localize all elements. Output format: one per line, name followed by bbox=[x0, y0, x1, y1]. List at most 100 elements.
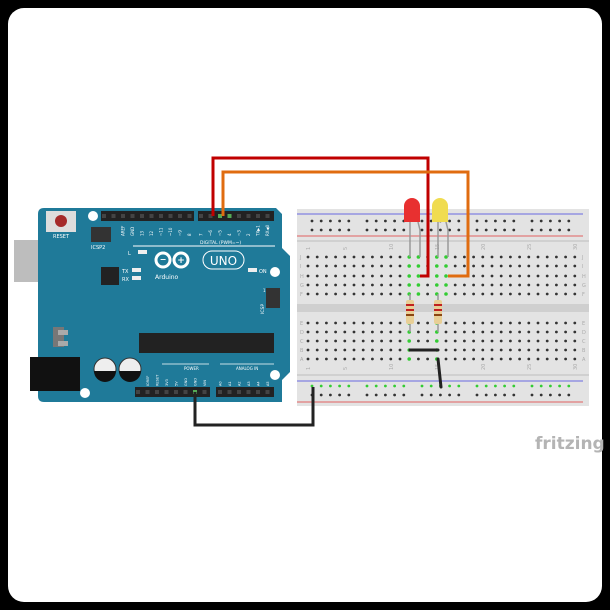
breadboard-hole[interactable] bbox=[306, 321, 310, 325]
header-pin[interactable] bbox=[164, 390, 169, 394]
breadboard-hole[interactable] bbox=[361, 321, 365, 325]
rail-hole[interactable] bbox=[384, 219, 387, 223]
breadboard-hole[interactable] bbox=[315, 264, 319, 268]
breadboard-hole[interactable] bbox=[334, 321, 337, 325]
breadboard-hole[interactable] bbox=[536, 292, 540, 296]
breadboard-hole[interactable] bbox=[398, 274, 402, 278]
rail-hole[interactable] bbox=[429, 393, 433, 397]
breadboard-hole[interactable] bbox=[315, 321, 319, 325]
rail-hole[interactable] bbox=[503, 228, 506, 232]
breadboard-hole[interactable] bbox=[518, 357, 521, 361]
rail-hole[interactable] bbox=[558, 384, 561, 388]
breadboard-hole[interactable] bbox=[306, 357, 310, 361]
breadboard-hole[interactable] bbox=[444, 283, 448, 287]
breadboard-hole[interactable] bbox=[527, 339, 531, 343]
rail-hole[interactable] bbox=[329, 219, 332, 223]
breadboard-hole[interactable] bbox=[315, 339, 319, 343]
breadboard-hole[interactable] bbox=[407, 283, 412, 287]
breadboard-hole[interactable] bbox=[389, 321, 393, 325]
breadboard-hole[interactable] bbox=[416, 274, 421, 278]
rail-hole[interactable] bbox=[503, 393, 506, 397]
breadboard-hole[interactable] bbox=[536, 330, 540, 334]
header-pin[interactable] bbox=[246, 214, 251, 218]
breadboard-hole[interactable] bbox=[564, 274, 567, 278]
breadboard-hole[interactable] bbox=[371, 348, 374, 352]
rail-hole[interactable] bbox=[512, 228, 516, 232]
rail-hole[interactable] bbox=[338, 384, 341, 388]
breadboard-hole[interactable] bbox=[518, 255, 521, 259]
rail-hole[interactable] bbox=[539, 228, 543, 232]
breadboard-hole[interactable] bbox=[472, 255, 475, 259]
rail-hole[interactable] bbox=[319, 228, 323, 232]
rail-hole[interactable] bbox=[347, 219, 351, 223]
rail-hole[interactable] bbox=[567, 393, 571, 397]
rail-hole[interactable] bbox=[494, 393, 497, 397]
breadboard-hole[interactable] bbox=[490, 348, 494, 352]
header-pin[interactable] bbox=[227, 390, 232, 394]
resistor-2[interactable] bbox=[434, 294, 442, 332]
breadboard-hole[interactable] bbox=[545, 348, 549, 352]
breadboard-hole[interactable] bbox=[361, 330, 365, 334]
header-pin[interactable] bbox=[256, 214, 260, 218]
breadboard-hole[interactable] bbox=[306, 348, 310, 352]
rail-hole[interactable] bbox=[393, 393, 396, 397]
breadboard-hole[interactable] bbox=[343, 357, 347, 361]
breadboard-hole[interactable] bbox=[481, 264, 485, 268]
rail-hole[interactable] bbox=[484, 384, 488, 388]
breadboard-hole[interactable] bbox=[325, 283, 328, 287]
breadboard-hole[interactable] bbox=[334, 339, 337, 343]
breadboard-hole[interactable] bbox=[453, 357, 457, 361]
rail-hole[interactable] bbox=[512, 393, 516, 397]
rail-hole[interactable] bbox=[429, 228, 433, 232]
breadboard-hole[interactable] bbox=[352, 330, 356, 334]
rail-hole[interactable] bbox=[374, 228, 378, 232]
breadboard-hole[interactable] bbox=[444, 339, 448, 343]
breadboard-hole[interactable] bbox=[573, 357, 577, 361]
breadboard-hole[interactable] bbox=[555, 274, 558, 278]
breadboard-hole[interactable] bbox=[518, 264, 521, 268]
rail-hole[interactable] bbox=[310, 228, 314, 232]
breadboard-hole[interactable] bbox=[509, 292, 512, 296]
breadboard-hole[interactable] bbox=[416, 283, 421, 287]
breadboard-hole[interactable] bbox=[315, 274, 319, 278]
breadboard-hole[interactable] bbox=[481, 255, 485, 259]
rail-hole[interactable] bbox=[402, 393, 406, 397]
breadboard-hole[interactable] bbox=[472, 330, 475, 334]
breadboard-hole[interactable] bbox=[352, 357, 356, 361]
rail-hole[interactable] bbox=[420, 219, 424, 223]
rail-hole[interactable] bbox=[512, 384, 516, 388]
breadboard-hole[interactable] bbox=[380, 255, 383, 259]
breadboard-hole[interactable] bbox=[463, 283, 466, 287]
breadboard-hole[interactable] bbox=[343, 339, 347, 343]
breadboard-hole[interactable] bbox=[481, 292, 485, 296]
wire-to-ground-rail[interactable] bbox=[436, 357, 443, 389]
breadboard-hole[interactable] bbox=[490, 283, 494, 287]
header-pin[interactable] bbox=[265, 214, 270, 218]
breadboard-hole[interactable] bbox=[435, 264, 439, 268]
breadboard-hole[interactable] bbox=[416, 292, 421, 296]
breadboard-hole[interactable] bbox=[343, 321, 347, 325]
breadboard-hole[interactable] bbox=[343, 292, 347, 296]
breadboard-hole[interactable] bbox=[371, 274, 374, 278]
rail-hole[interactable] bbox=[384, 393, 387, 397]
breadboard-hole[interactable] bbox=[481, 321, 485, 325]
breadboard-hole[interactable] bbox=[315, 330, 319, 334]
breadboard-hole[interactable] bbox=[564, 292, 567, 296]
breadboard-hole[interactable] bbox=[444, 357, 448, 361]
breadboard-hole[interactable] bbox=[343, 348, 347, 352]
breadboard-hole[interactable] bbox=[564, 348, 567, 352]
rail-hole[interactable] bbox=[384, 228, 387, 232]
rail-hole[interactable] bbox=[494, 228, 497, 232]
breadboard-hole[interactable] bbox=[564, 339, 567, 343]
breadboard-hole[interactable] bbox=[426, 292, 429, 296]
resistor-1[interactable] bbox=[406, 294, 414, 332]
breadboard-hole[interactable] bbox=[417, 330, 420, 334]
breadboard-hole[interactable] bbox=[343, 274, 347, 278]
breadboard-hole[interactable] bbox=[361, 274, 365, 278]
rail-hole[interactable] bbox=[393, 228, 396, 232]
breadboard-hole[interactable] bbox=[527, 357, 531, 361]
breadboard-hole[interactable] bbox=[417, 339, 420, 343]
breadboard-hole[interactable] bbox=[536, 274, 540, 278]
breadboard-hole[interactable] bbox=[518, 283, 521, 287]
breadboard-hole[interactable] bbox=[536, 321, 540, 325]
